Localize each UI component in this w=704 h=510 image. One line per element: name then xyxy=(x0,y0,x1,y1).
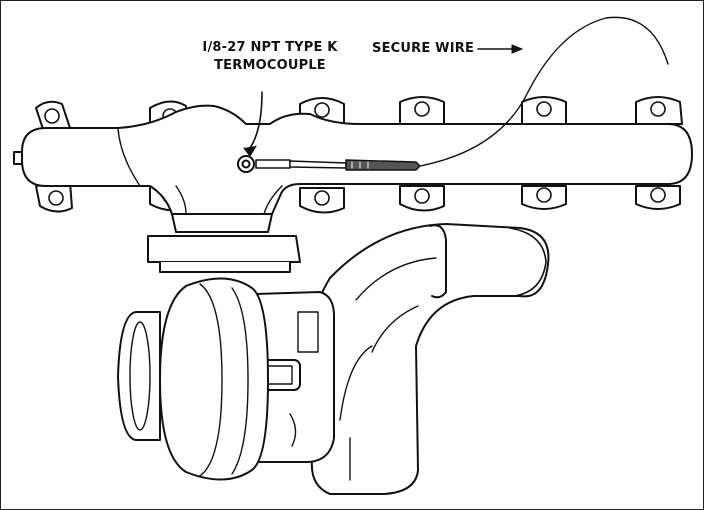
thermocouple-label-line1: I/8-27 NPT TYPE K xyxy=(202,40,338,55)
thermocouple-label-line2: TERMOCOUPLE xyxy=(214,58,326,73)
thermocouple-arrow-icon xyxy=(249,91,263,149)
manifold-outlet xyxy=(171,213,273,233)
compressor-elbow xyxy=(310,223,550,495)
compressor-inlet xyxy=(117,311,161,441)
thermocouple-callout: I/8-27 NPT TYPE K TERMOCOUPLE xyxy=(190,39,350,75)
secure-wire-label: SECURE WIRE xyxy=(372,41,475,56)
secure-wire xyxy=(419,16,669,167)
thermocouple-probe xyxy=(237,155,421,173)
